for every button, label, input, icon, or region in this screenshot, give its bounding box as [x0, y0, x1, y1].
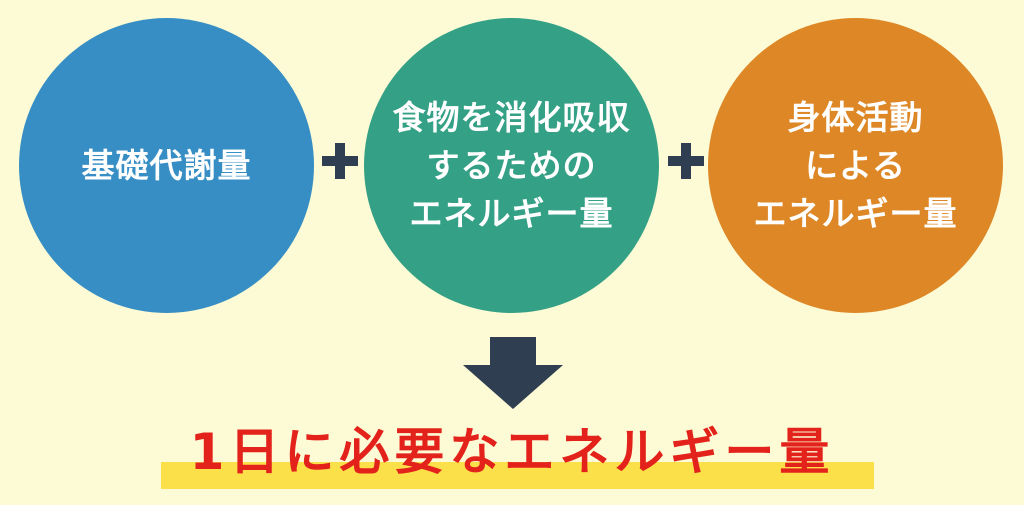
circle-label-line: による: [804, 145, 906, 185]
circle-label-line: 身体活動: [787, 97, 924, 137]
circle-label-line: エネルギー量: [753, 193, 958, 233]
result-highlight: [161, 462, 874, 489]
digestion-energy-circle: 食物を消化吸収 するための エネルギー量: [364, 18, 659, 313]
circle-label-line: 基礎代謝量: [81, 145, 252, 185]
plus-icon: [666, 141, 706, 181]
result-title: 1日に必要なエネルギー量: [189, 423, 835, 481]
physical-activity-circle: 身体活動 による エネルギー量: [708, 18, 1003, 313]
circle-label-line: するための: [426, 145, 597, 185]
basal-metabolism-circle: 基礎代謝量: [19, 18, 314, 313]
down-arrow-icon: [463, 337, 563, 409]
circle-label-line: エネルギー量: [409, 193, 614, 233]
plus-icon: [320, 141, 360, 181]
circle-label-line: 食物を消化吸収: [392, 97, 631, 137]
